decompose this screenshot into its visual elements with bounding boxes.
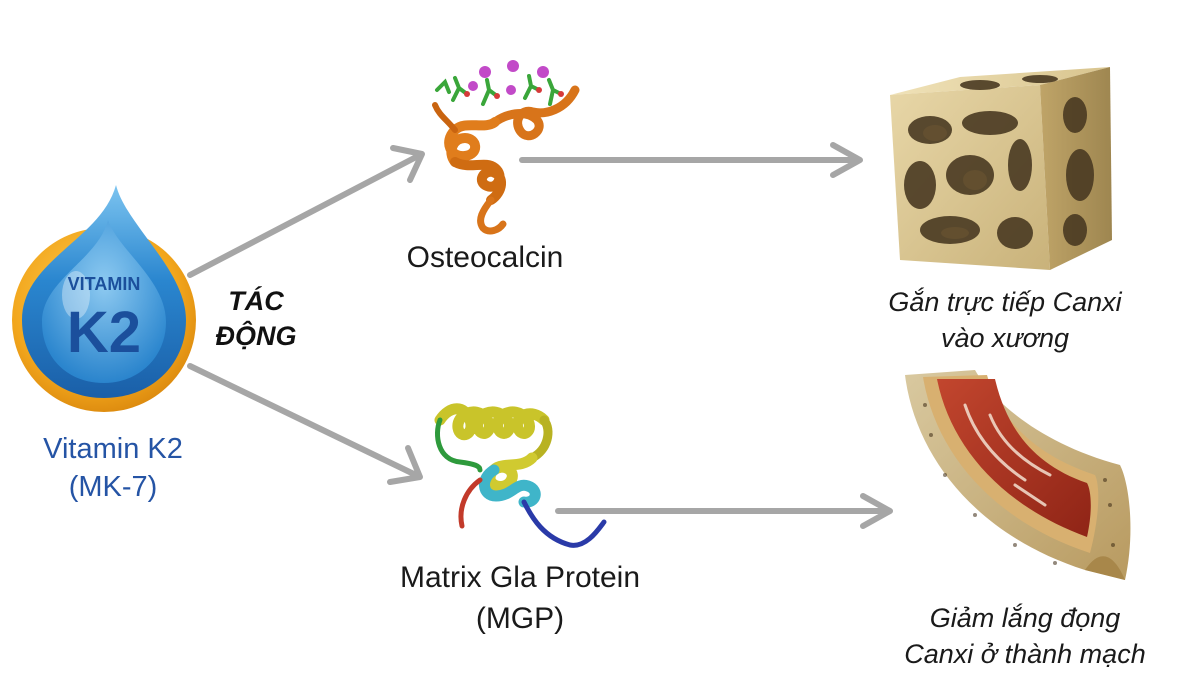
vitamin-caption-line2: (MK-7) [68, 471, 158, 503]
action-label-line2: ĐỘNG [215, 321, 297, 351]
mgp-label: Matrix Gla Protein (MGP) [330, 557, 710, 639]
vitamin-k2-drop-icon: VITAMIN K2 [12, 185, 196, 412]
osteocalcin-label: Osteocalcin [406, 241, 564, 274]
bone-effect-label: Gắn trực tiếp Canxi vào xương [840, 284, 1170, 356]
vessel-effect-line2: Canxi ở thành mạch [904, 639, 1146, 669]
arrow-k2-to-osteocalcin [187, 152, 423, 278]
action-label: TÁC ĐỘNG [196, 284, 316, 354]
blood-vessel-icon [905, 370, 1131, 580]
badge-vitamin-text: VITAMIN [68, 274, 141, 294]
bone-structure-icon [890, 67, 1112, 270]
vessel-effect-line1: Giảm lắng đọng [929, 603, 1121, 633]
vitamin-caption-line1: Vitamin K2 [43, 433, 183, 465]
badge-k2-text: K2 [67, 300, 141, 365]
arrowhead-bone [830, 142, 863, 178]
osteocalcin-protein-icon [432, 60, 580, 235]
vitamin-caption: Vitamin K2 (MK-7) [0, 430, 226, 506]
bone-effect-line1: Gắn trực tiếp Canxi [888, 287, 1122, 317]
vessel-effect-label: Giảm lắng đọng Canxi ở thành mạch [860, 600, 1177, 672]
arrowhead-osteocalcin [390, 145, 425, 183]
mgp-protein-icon [434, 403, 607, 548]
arrow-k2-to-mgp [187, 363, 421, 479]
mgp-label-line2: (MGP) [475, 602, 565, 635]
bone-effect-line2: vào xương [941, 323, 1069, 353]
action-label-line1: TÁC [228, 286, 284, 316]
mgp-label-line1: Matrix Gla Protein [399, 561, 641, 594]
arrowhead-vessel [860, 493, 893, 529]
arrowhead-mgp [387, 445, 423, 485]
